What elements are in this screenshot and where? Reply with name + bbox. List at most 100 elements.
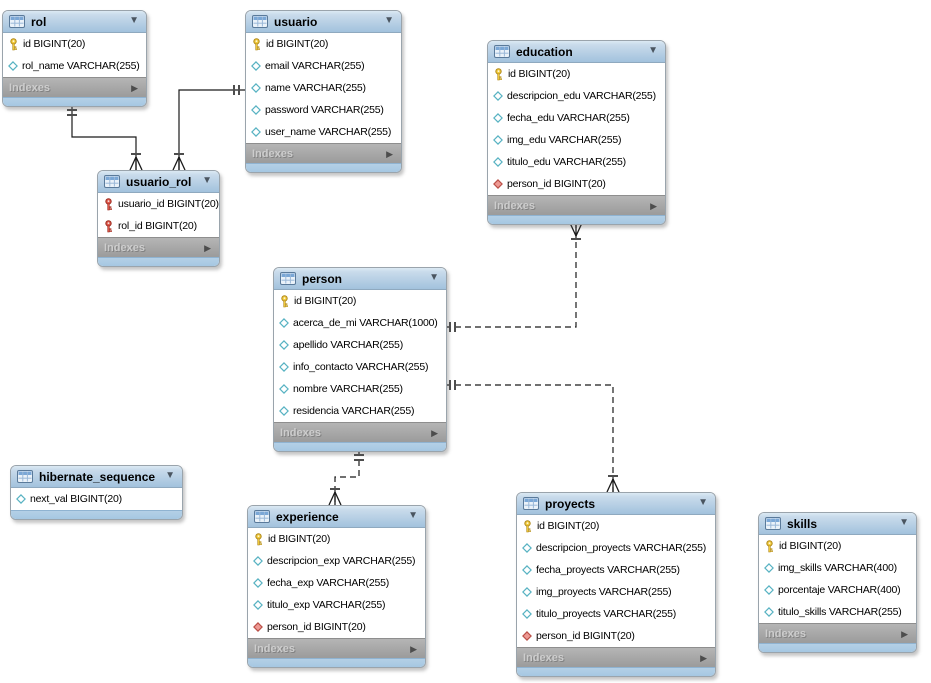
column-text: id BIGINT(20): [23, 38, 86, 50]
column-row[interactable]: descripcion_edu VARCHAR(255): [488, 85, 665, 107]
column-row[interactable]: person_id BIGINT(20): [488, 173, 665, 195]
column-row[interactable]: next_val BIGINT(20): [11, 488, 182, 510]
table-header[interactable]: education ▼: [488, 41, 665, 63]
column-row[interactable]: rol_name VARCHAR(255): [3, 55, 146, 77]
column-text: fecha_proyects VARCHAR(255): [536, 564, 680, 576]
relationship-line[interactable]: [445, 384, 614, 492]
indexes-section[interactable]: Indexes ▶: [759, 623, 916, 643]
column-row[interactable]: titulo_skills VARCHAR(255): [759, 601, 916, 623]
relationship-line[interactable]: [334, 450, 360, 505]
column-row[interactable]: descripcion_exp VARCHAR(255): [248, 550, 425, 572]
indexes-section[interactable]: Indexes ▶: [246, 143, 401, 163]
table-person[interactable]: person ▼ id BIGINT(20) acerca_de_mi VARC…: [273, 267, 447, 452]
table-hibernate_sequence[interactable]: hibernate_sequence ▼ next_val BIGINT(20): [10, 465, 183, 520]
column-row[interactable]: titulo_proyects VARCHAR(255): [517, 603, 715, 625]
column-row[interactable]: user_name VARCHAR(255): [246, 121, 401, 143]
table-header[interactable]: skills ▼: [759, 513, 916, 535]
indexes-label: Indexes: [104, 241, 145, 254]
relationship-person-experience[interactable]: [328, 450, 364, 506]
column-row[interactable]: porcentaje VARCHAR(400): [759, 579, 916, 601]
expand-arrow-icon[interactable]: ▶: [650, 201, 657, 211]
primary-key-icon: [253, 532, 264, 546]
column-row[interactable]: img_proyects VARCHAR(255): [517, 581, 715, 603]
table-icon: [765, 517, 781, 530]
table-columns: next_val BIGINT(20): [11, 488, 182, 510]
column-row[interactable]: fecha_edu VARCHAR(255): [488, 107, 665, 129]
column-row[interactable]: descripcion_proyects VARCHAR(255): [517, 537, 715, 559]
indexes-section[interactable]: Indexes ▶: [274, 422, 446, 442]
relationship-line[interactable]: [71, 105, 137, 170]
indexes-label: Indexes: [254, 642, 295, 655]
column-row[interactable]: fecha_proyects VARCHAR(255): [517, 559, 715, 581]
column-row[interactable]: titulo_exp VARCHAR(255): [248, 594, 425, 616]
table-header[interactable]: usuario ▼: [246, 11, 401, 33]
table-rol[interactable]: rol ▼ id BIGINT(20) rol_name VARCHAR(255…: [2, 10, 147, 107]
table-header[interactable]: hibernate_sequence ▼: [11, 466, 182, 488]
table-education[interactable]: education ▼ id BIGINT(20) descripcion_ed…: [487, 40, 666, 225]
collapse-arrow-icon[interactable]: ▼: [698, 497, 708, 508]
column-row[interactable]: id BIGINT(20): [248, 528, 425, 550]
table-usuario[interactable]: usuario ▼ id BIGINT(20) email VARCHAR(25…: [245, 10, 402, 173]
table-header[interactable]: proyects ▼: [517, 493, 715, 515]
column-row[interactable]: id BIGINT(20): [3, 33, 146, 55]
column-row[interactable]: nombre VARCHAR(255): [274, 378, 446, 400]
table-experience[interactable]: experience ▼ id BIGINT(20) descripcion_e…: [247, 505, 426, 668]
collapse-arrow-icon[interactable]: ▼: [202, 175, 212, 186]
indexes-section[interactable]: Indexes ▶: [3, 77, 146, 97]
expand-arrow-icon[interactable]: ▶: [204, 243, 211, 253]
column-row[interactable]: password VARCHAR(255): [246, 99, 401, 121]
relationship-person-proyects[interactable]: [445, 380, 620, 493]
table-header[interactable]: experience ▼: [248, 506, 425, 528]
table-usuario_rol[interactable]: usuario_rol ▼ usuario_id BIGINT(20) rol_…: [97, 170, 220, 267]
table-header[interactable]: usuario_rol ▼: [98, 171, 219, 193]
expand-arrow-icon[interactable]: ▶: [431, 428, 438, 438]
column-row[interactable]: person_id BIGINT(20): [517, 625, 715, 647]
column-row[interactable]: info_contacto VARCHAR(255): [274, 356, 446, 378]
column-row[interactable]: usuario_id BIGINT(20): [98, 193, 219, 215]
collapse-arrow-icon[interactable]: ▼: [384, 15, 394, 26]
column-row[interactable]: img_edu VARCHAR(255): [488, 129, 665, 151]
column-row[interactable]: id BIGINT(20): [759, 535, 916, 557]
relationship-line[interactable]: [445, 223, 577, 328]
column-row[interactable]: email VARCHAR(255): [246, 55, 401, 77]
collapse-arrow-icon[interactable]: ▼: [899, 517, 909, 528]
column-row[interactable]: id BIGINT(20): [517, 515, 715, 537]
indexes-section[interactable]: Indexes ▶: [517, 647, 715, 667]
collapse-arrow-icon[interactable]: ▼: [129, 15, 139, 26]
column-row[interactable]: id BIGINT(20): [246, 33, 401, 55]
expand-arrow-icon[interactable]: ▶: [131, 83, 138, 93]
collapse-arrow-icon[interactable]: ▼: [165, 470, 175, 481]
indexes-label: Indexes: [252, 147, 293, 160]
table-skills[interactable]: skills ▼ id BIGINT(20) img_skills VARCHA…: [758, 512, 917, 653]
relationship-line[interactable]: [178, 89, 245, 170]
indexes-section[interactable]: Indexes ▶: [488, 195, 665, 215]
table-header[interactable]: person ▼: [274, 268, 446, 290]
collapse-arrow-icon[interactable]: ▼: [648, 45, 658, 56]
column-row[interactable]: titulo_edu VARCHAR(255): [488, 151, 665, 173]
table-header[interactable]: rol ▼: [3, 11, 146, 33]
indexes-section[interactable]: Indexes ▶: [98, 237, 219, 257]
column-row[interactable]: acerca_de_mi VARCHAR(1000): [274, 312, 446, 334]
expand-arrow-icon[interactable]: ▶: [410, 644, 417, 654]
column-row[interactable]: img_skills VARCHAR(400): [759, 557, 916, 579]
column-row[interactable]: id BIGINT(20): [274, 290, 446, 312]
collapse-arrow-icon[interactable]: ▼: [408, 510, 418, 521]
column-row[interactable]: name VARCHAR(255): [246, 77, 401, 99]
expand-arrow-icon[interactable]: ▶: [901, 629, 908, 639]
column-row[interactable]: rol_id BIGINT(20): [98, 215, 219, 237]
column-row[interactable]: residencia VARCHAR(255): [274, 400, 446, 422]
relationship-person-education[interactable]: [445, 222, 583, 332]
column-row[interactable]: apellido VARCHAR(255): [274, 334, 446, 356]
primary-key-icon: [493, 67, 504, 81]
table-proyects[interactable]: proyects ▼ id BIGINT(20) descripcion_pro…: [516, 492, 716, 677]
indexes-section[interactable]: Indexes ▶: [248, 638, 425, 658]
relationship-usuario-usuario_rol[interactable]: [172, 85, 245, 171]
collapse-arrow-icon[interactable]: ▼: [429, 272, 439, 283]
expand-arrow-icon[interactable]: ▶: [386, 149, 393, 159]
relationship-rol-usuario_rol[interactable]: [67, 105, 143, 171]
column-row[interactable]: fecha_exp VARCHAR(255): [248, 572, 425, 594]
expand-arrow-icon[interactable]: ▶: [700, 653, 707, 663]
column-row[interactable]: person_id BIGINT(20): [248, 616, 425, 638]
table-footer: [246, 163, 401, 172]
column-row[interactable]: id BIGINT(20): [488, 63, 665, 85]
